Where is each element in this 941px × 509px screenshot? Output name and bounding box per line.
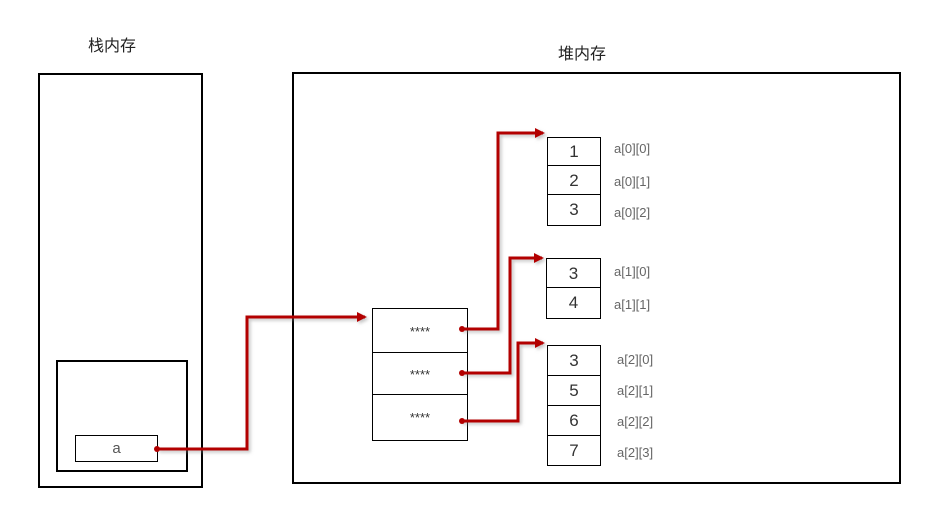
array1-label-0: a[1][0] — [614, 264, 651, 279]
array1-cell-1: 4 — [546, 287, 601, 319]
array2-label-3: a[2][3] — [617, 445, 654, 460]
array1-cell-0: 3 — [546, 258, 601, 289]
stack-memory-title: 栈内存 — [88, 36, 137, 55]
heap-memory-title: 堆内存 — [558, 44, 607, 63]
array2-cell-0: 3 — [547, 345, 601, 377]
pointer-cell-2: **** — [372, 394, 468, 441]
array0-cell-1: 2 — [547, 165, 601, 196]
array2-label-0: a[2][0] — [617, 352, 654, 367]
pointer-cell-1: **** — [372, 352, 468, 396]
array0-cell-0: 1 — [547, 137, 601, 167]
pointer-cell-0: **** — [372, 308, 468, 354]
array2-cell-2: 6 — [547, 405, 601, 437]
array0-cell-2: 3 — [547, 194, 601, 226]
array2-cell-3: 7 — [547, 435, 601, 466]
array2-label-2: a[2][2] — [617, 414, 654, 429]
array1-label-1: a[1][1] — [614, 297, 651, 312]
array2-cell-1: 5 — [547, 375, 601, 407]
stack-variable-a: a — [75, 435, 158, 462]
array2-label-1: a[2][1] — [617, 383, 654, 398]
array0-label-0: a[0][0] — [614, 141, 651, 156]
array0-label-2: a[0][2] — [614, 205, 651, 220]
array0-label-1: a[0][1] — [614, 174, 651, 189]
